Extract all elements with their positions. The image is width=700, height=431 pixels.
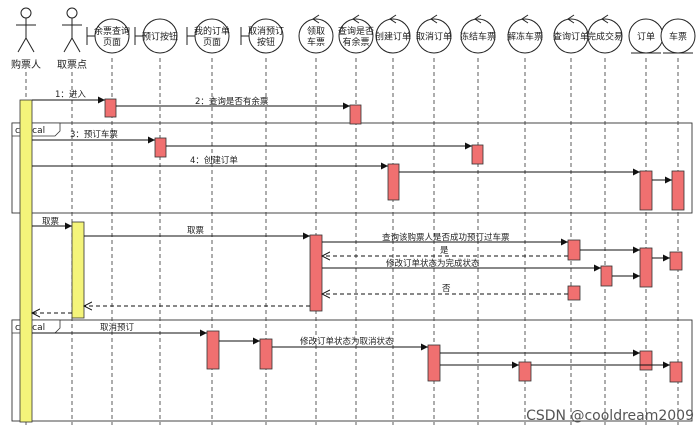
activation [669, 361, 683, 383]
label-yes: 是 [440, 246, 449, 256]
actor-pickup [62, 7, 82, 53]
activation [259, 338, 273, 370]
activation [518, 361, 532, 382]
label-check-remaining: 2：查询是否有余票 [195, 96, 269, 107]
activation [567, 285, 581, 301]
participant-label: 领取 [307, 25, 325, 37]
control-arrow [389, 14, 397, 24]
participant-label: 页面 [203, 37, 221, 48]
participant-circle [298, 18, 334, 54]
participant-label: 解冻车票 [507, 31, 543, 43]
participant-label: 按钮 [257, 36, 275, 48]
activation-pickup [71, 221, 85, 319]
participant-circle [460, 18, 496, 54]
activation [349, 104, 362, 125]
participant-label: 页面 [103, 37, 121, 48]
activation [639, 170, 653, 211]
participant-order-entity: 订单 [628, 18, 664, 54]
participant-heads: 余票查询页面预订按钮我的订单页面取消预订按钮领取车票查询是否有余票创建订单取消订… [86, 14, 696, 54]
participant-complete-trade: 完成交易 [587, 14, 623, 54]
participant-label: 我的订单 [194, 25, 230, 37]
label-query-booking: 查询该购票人是否成功预订过车票 [382, 232, 510, 243]
activation [104, 98, 117, 118]
control-arrow [312, 14, 320, 24]
activation [639, 350, 653, 371]
participant-create-order: 创建订单 [375, 14, 411, 54]
actor-buyer-label: 购票人 [11, 58, 41, 71]
activation [600, 265, 613, 287]
participant-label: 完成交易 [587, 31, 623, 43]
participant-label: 车票 [307, 36, 325, 48]
participant-label: 冻结车票 [460, 31, 496, 43]
participant-label: 车票 [669, 31, 687, 43]
activation [206, 330, 220, 370]
participant-ticket-entity: 车票 [660, 18, 696, 54]
activation [671, 170, 685, 211]
label-pick-ticket: 取票 [42, 217, 60, 227]
fragment-critical-2: critical [11, 319, 693, 422]
participant-label: 创建订单 [375, 31, 411, 43]
participant-label: 查询订单 [553, 31, 589, 43]
participant-query-order: 查询订单 [553, 14, 589, 54]
activation-buyer [19, 99, 33, 423]
participant-check-remaining: 查询是否有余票 [338, 14, 374, 54]
activation [309, 234, 323, 312]
control-arrow [601, 14, 609, 24]
participant-label: 预订按钮 [142, 31, 178, 43]
activation [567, 239, 581, 261]
watermark: CSDN @cooldream2009 [526, 408, 694, 424]
label-cancel-booking: 取消预订 [100, 322, 135, 333]
messages [32, 96, 672, 369]
actor-pickup-label: 取票点 [57, 59, 87, 71]
participant-book-button: 预订按钮 [134, 18, 178, 54]
participant-freeze-ticket: 冻结车票 [460, 14, 496, 54]
activation [639, 247, 653, 288]
participant-circle [338, 18, 374, 54]
activation [427, 344, 441, 382]
participant-circle [587, 18, 623, 54]
participant-label: 查询是否 [338, 25, 374, 37]
participant-unfreeze-ticket: 解冻车票 [507, 14, 543, 54]
participant-label: 订单 [637, 31, 655, 43]
activation [471, 144, 484, 165]
participant-label: 取消订单 [416, 31, 452, 43]
participant-label: 取消预订 [248, 25, 284, 37]
control-arrow [352, 14, 360, 24]
control-arrow [474, 14, 482, 24]
label-enter: 1：进入 [55, 90, 86, 100]
activation [669, 251, 683, 271]
control-arrow [567, 14, 575, 24]
participant-cancel-order: 取消订单 [416, 14, 452, 54]
label-set-cancel: 修改订单状态为取消状态 [300, 336, 394, 347]
activation [154, 137, 167, 158]
participant-circle [507, 18, 543, 54]
control-arrow [521, 14, 529, 24]
message-labels: 1：进入 2：查询是否有余票 3：预订车票 4：创建订单 取票 取票 查询该购票… [42, 90, 510, 347]
label-no: 否 [442, 284, 451, 294]
actor-buyer [16, 7, 36, 53]
label-set-complete: 修改订单状态为完成状态 [386, 258, 480, 269]
participant-label: 余票查询 [94, 25, 130, 37]
label-book-ticket: 3：预订车票 [70, 129, 118, 140]
label-pick-ticket-call: 取票 [187, 226, 205, 236]
participant-circle [416, 18, 452, 54]
label-create-order: 4：创建订单 [190, 155, 238, 166]
activations [19, 98, 685, 423]
participant-circle [375, 18, 411, 54]
activation [387, 163, 400, 201]
control-arrow [430, 14, 438, 24]
participant-label: 有余票 [342, 36, 369, 48]
